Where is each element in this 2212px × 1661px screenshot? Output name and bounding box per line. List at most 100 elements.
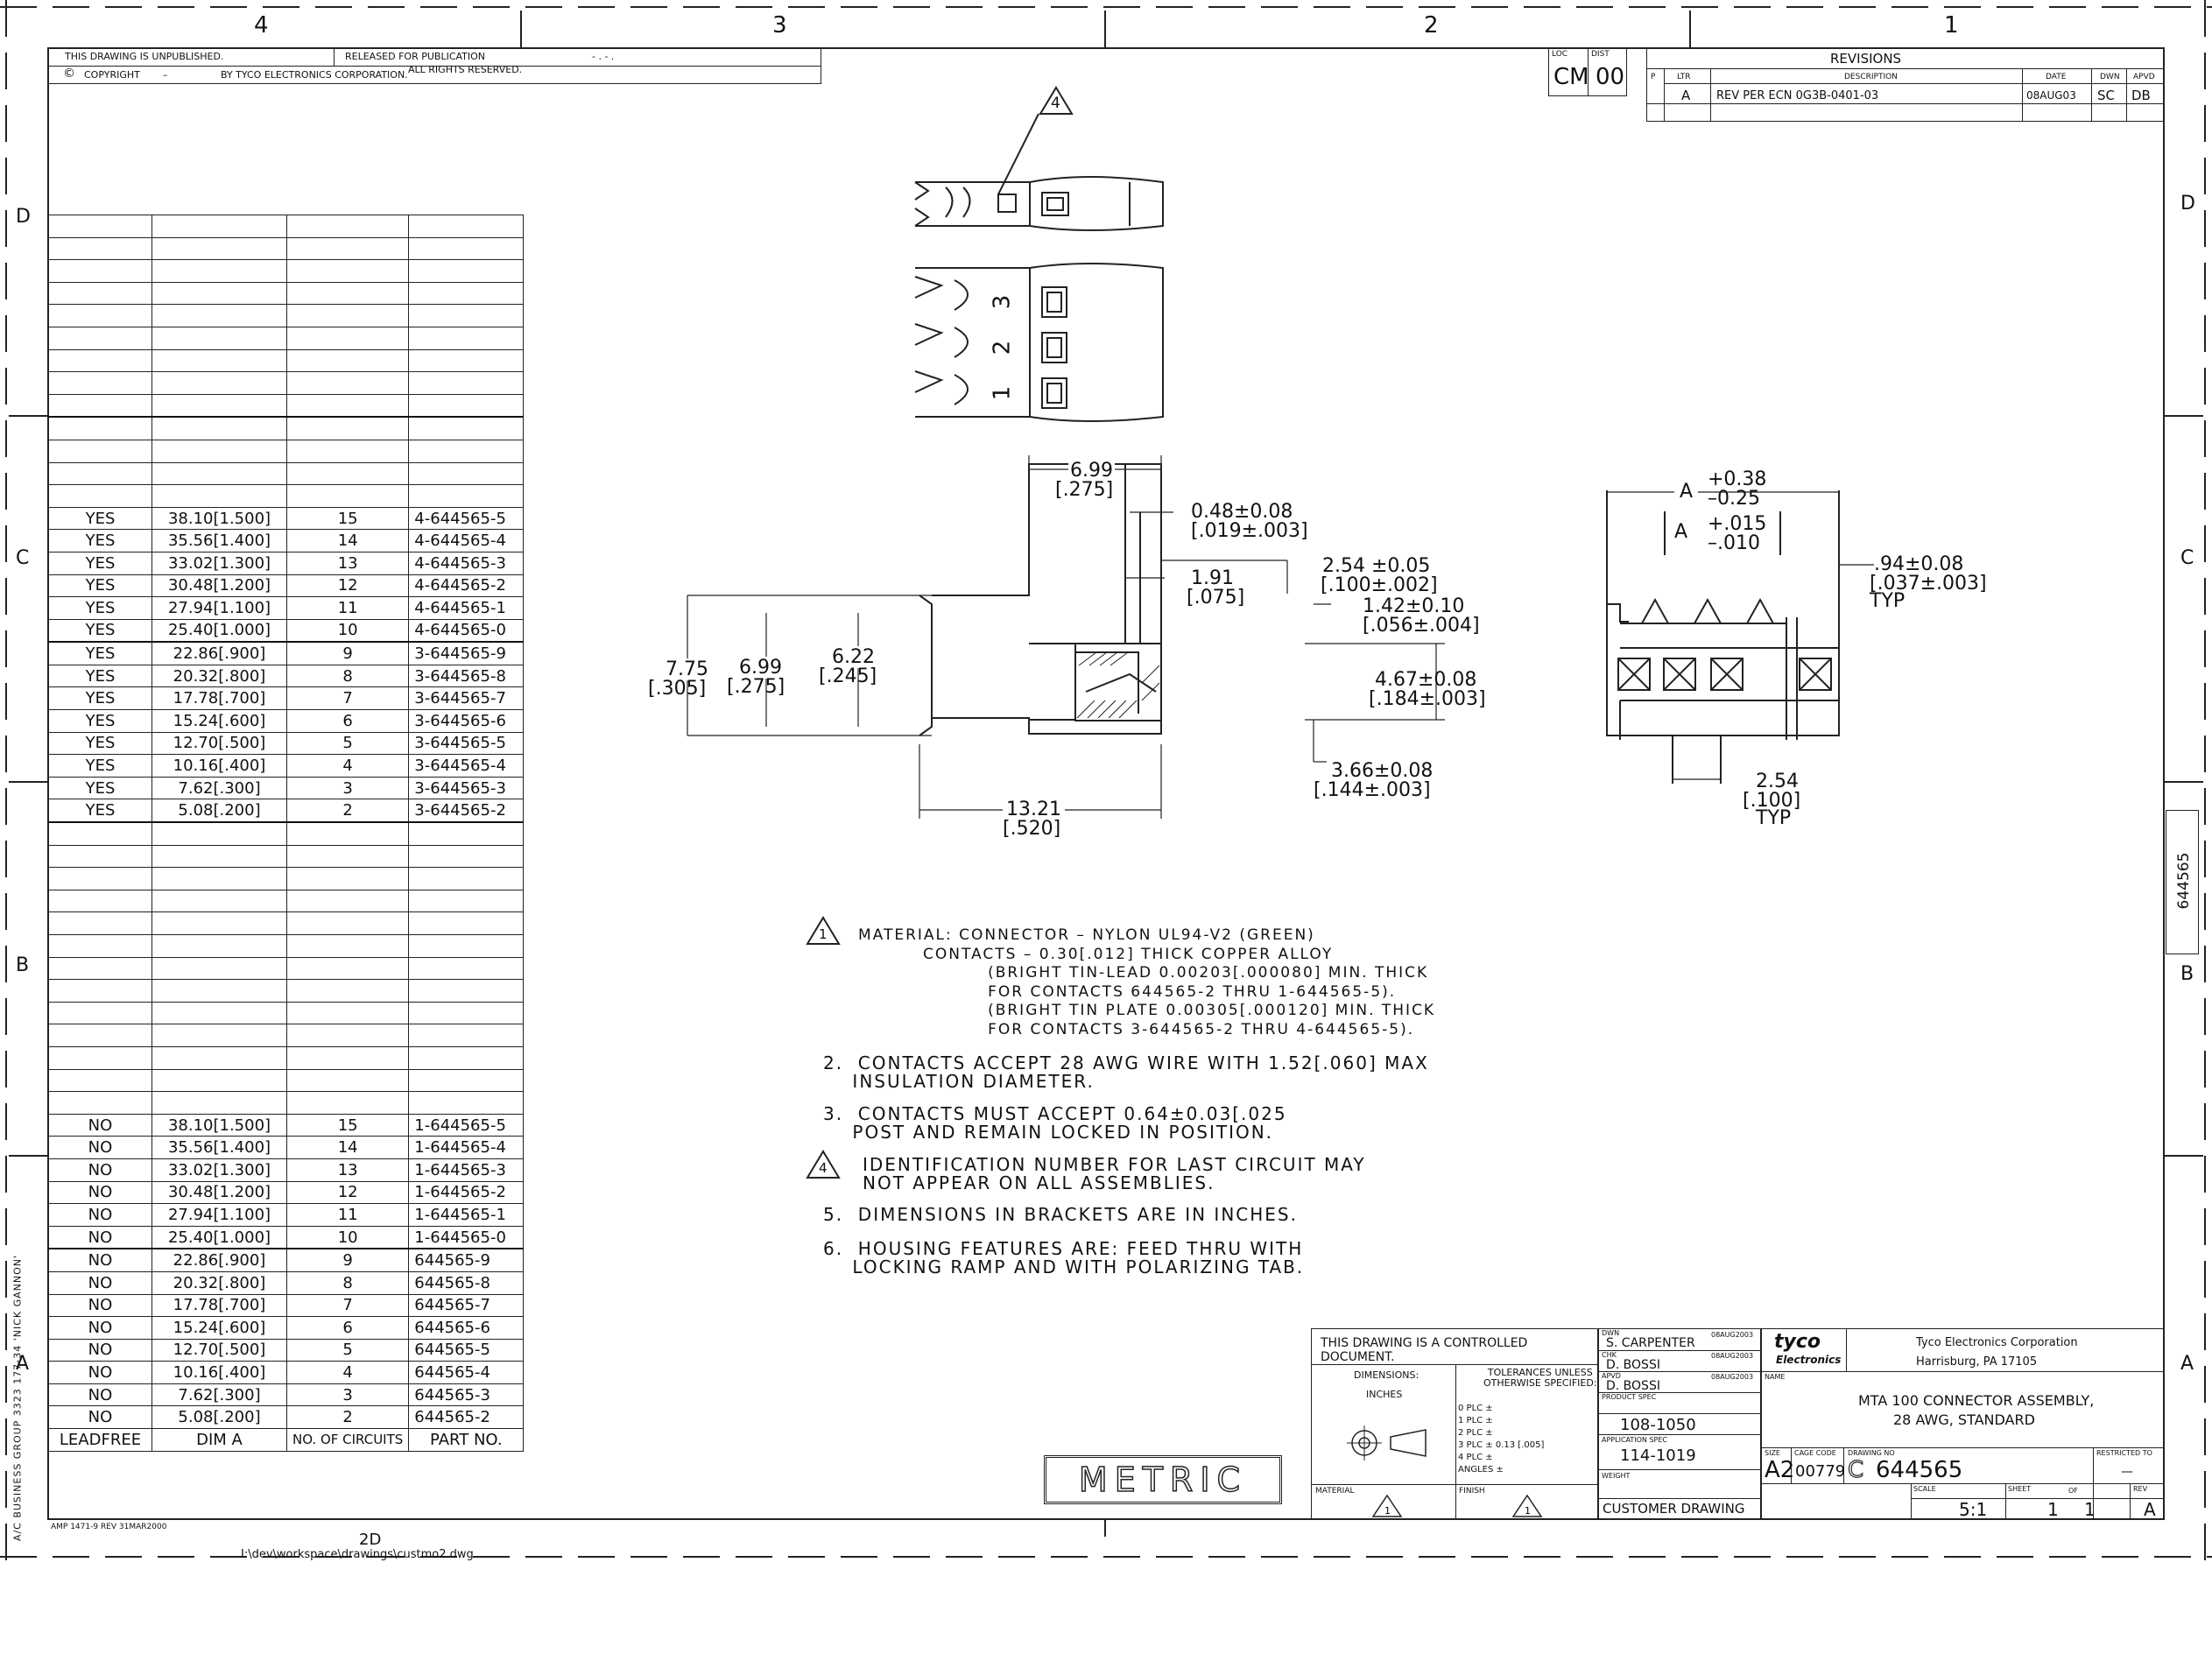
table-cell: 15.24[.600]	[151, 1316, 287, 1340]
table-header-cell: NO. OF CIRCUITS	[285, 1428, 410, 1452]
table-cell	[285, 281, 410, 306]
form-number: AMP 1471-9 REV 31MAR2000	[51, 1523, 167, 1531]
table-cell: 9	[285, 641, 410, 665]
name-label: NAME	[1765, 1373, 1786, 1381]
table-cell	[151, 979, 287, 1003]
table-cell: 9	[285, 1248, 410, 1272]
table-cell: YES	[48, 686, 152, 711]
dim-622: 6.22	[832, 646, 875, 668]
table-cell	[151, 1024, 287, 1047]
material-label: MATERIAL	[1315, 1487, 1355, 1496]
table-cell	[151, 461, 287, 486]
table-cell: 20.32[.800]	[151, 664, 287, 688]
table-cell	[48, 1068, 152, 1093]
table-row	[48, 484, 525, 508]
table-cell: 38.10[1.500]	[151, 1113, 287, 1137]
left-vertical-text: A/C BUSINESS GROUP 3323 177-34 'NICK GAN…	[11, 1254, 24, 1542]
rev-date: 08AUG03	[2026, 89, 2076, 102]
table-cell: NO	[48, 1180, 152, 1205]
dim-094-typ: TYP	[1870, 590, 1906, 612]
rev-p-label: P	[1651, 73, 1656, 81]
table-cell	[48, 416, 152, 440]
table-cell	[151, 484, 287, 508]
rev-ltr-label: LTR	[1677, 73, 1691, 81]
zone-top-1: 1	[1944, 12, 1959, 39]
table-cell: 30.48[1.200]	[151, 1180, 287, 1205]
table-header-cell: LEADFREE	[48, 1428, 152, 1452]
table-cell	[408, 1045, 525, 1070]
table-cell	[408, 867, 525, 890]
apvd-date: 08AUG2003	[1711, 1373, 1754, 1381]
table-cell	[151, 867, 287, 890]
table-cell	[285, 844, 410, 869]
table-cell: 644565-2	[408, 1405, 525, 1430]
rev-value: A	[2144, 1499, 2156, 1519]
restricted-label: RESTRICTED TO	[2096, 1449, 2152, 1457]
table-cell: 11	[285, 1203, 410, 1227]
chk-label: CHK	[1602, 1351, 1617, 1359]
table-cell: 38.10[1.500]	[151, 506, 287, 531]
table-cell	[408, 259, 525, 283]
table-cell	[408, 934, 525, 958]
copyright-label: COPYRIGHT	[84, 69, 140, 81]
restricted-value: —	[2121, 1465, 2133, 1479]
table-cell: 4-644565-2	[408, 574, 525, 598]
table-cell: 1-644565-5	[408, 1113, 525, 1137]
table-cell	[408, 911, 525, 935]
note-3: 3. CONTACTS MUST ACCEPT 0.64±0.03[.025 P…	[823, 1103, 1287, 1143]
table-row	[48, 821, 525, 846]
table-row	[48, 956, 525, 981]
table-cell: YES	[48, 618, 152, 643]
table-cell: 1-644565-3	[408, 1158, 525, 1182]
table-row	[48, 416, 525, 440]
dim-a-inch-a: A	[1674, 521, 1688, 543]
table-row	[48, 259, 525, 283]
note-5: 5. DIMENSIONS IN BRACKETS ARE IN INCHES.	[823, 1204, 1298, 1225]
table-cell: 27.94[1.100]	[151, 1203, 287, 1227]
table-cell: 3-644565-9	[408, 641, 525, 665]
revisions-title: REVISIONS	[1830, 51, 1902, 67]
table-cell	[285, 439, 410, 463]
table-cell	[285, 484, 410, 508]
table-row	[48, 1091, 525, 1115]
table-cell: 22.86[.900]	[151, 641, 287, 665]
name-line1: MTA 100 CONNECTOR ASSEMBLY,	[1858, 1392, 2095, 1409]
table-cell: 6	[285, 709, 410, 733]
table-row	[48, 1068, 525, 1093]
table-row	[48, 1001, 525, 1025]
signature-block: DWN S. CARPENTER 08AUG2003 CHK D. BOSSI …	[1598, 1328, 1761, 1519]
finish-label: FINISH	[1459, 1487, 1485, 1496]
table-cell	[151, 1091, 287, 1115]
dim-467-in: [.184±.003]	[1369, 688, 1486, 710]
table-cell: 12.70[.500]	[151, 731, 287, 756]
table-cell	[48, 236, 152, 261]
loc-label: LOC	[1552, 50, 1568, 59]
dim-094: .94±0.08	[1874, 553, 1964, 575]
table-cell: 14	[285, 529, 410, 552]
table-cell: 644565-3	[408, 1383, 525, 1407]
table-cell: 10.16[.400]	[151, 1361, 287, 1384]
table-cell: 7.62[.300]	[151, 1383, 287, 1407]
dist-value: 00	[1596, 64, 1625, 90]
table-cell: 3-644565-3	[408, 776, 525, 800]
table-cell	[408, 1091, 525, 1115]
table-cell: 644565-5	[408, 1338, 525, 1362]
table-cell	[285, 259, 410, 283]
zone-top-4: 4	[254, 12, 269, 39]
table-row	[48, 979, 525, 1003]
application-spec-label: APPLICATION SPEC	[1602, 1436, 1667, 1444]
rev-dwn-label: DWN	[2100, 73, 2120, 81]
dimensions-units: INCHES	[1366, 1389, 1403, 1400]
table-row	[48, 844, 525, 869]
table-cell: 15.24[.600]	[151, 709, 287, 733]
dim-699: 6.99	[1068, 460, 1115, 482]
table-cell	[48, 911, 152, 935]
